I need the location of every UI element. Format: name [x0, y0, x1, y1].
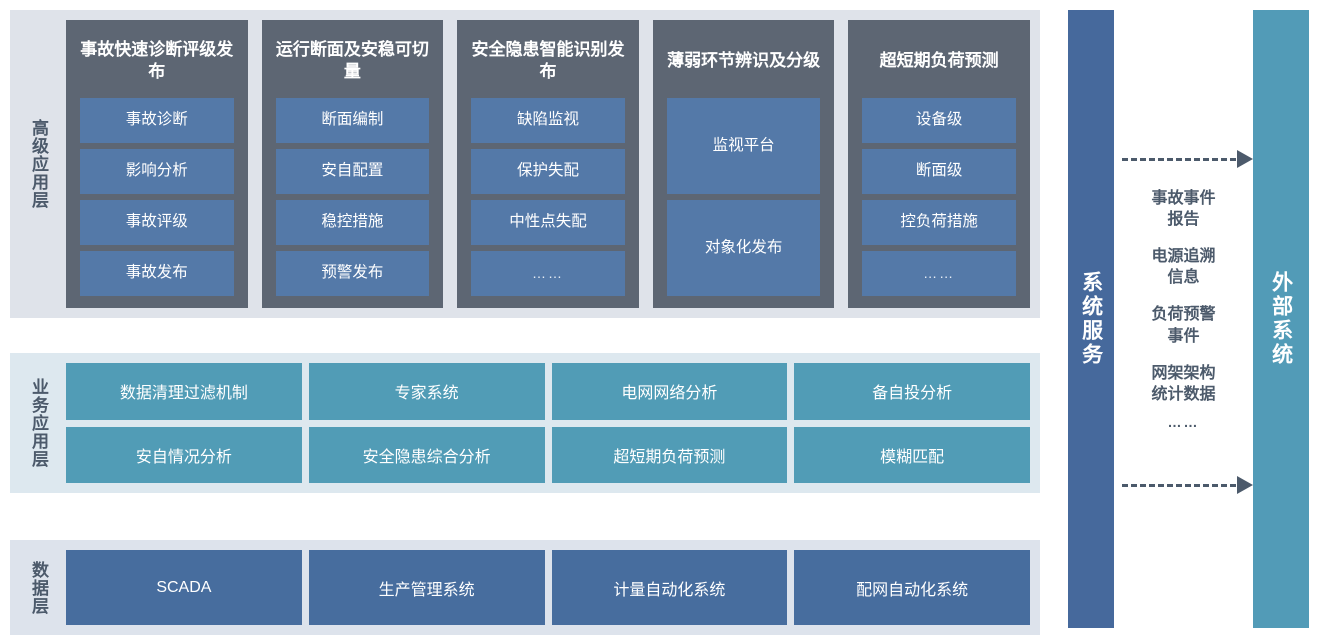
advanced-item[interactable]: 设备级 — [862, 98, 1016, 143]
business-cell[interactable]: 超短期负荷预测 — [551, 426, 788, 483]
advanced-item[interactable]: 缺陷监视 — [471, 98, 625, 143]
data-layer: 数据层 SCADA 生产管理系统 计量自动化系统 配网自动化系统 — [10, 540, 1040, 635]
advanced-item[interactable]: 控负荷措施 — [862, 200, 1016, 245]
dashed-line — [1122, 483, 1236, 487]
advanced-item[interactable]: 中性点失配 — [471, 200, 625, 245]
external-systems-label: 外部系统 — [1269, 271, 1293, 367]
exchange-item: 网架架构 统计数据 — [1151, 364, 1216, 403]
advanced-item[interactable]: 稳控措施 — [275, 200, 430, 245]
advanced-item[interactable]: 对象化发布 — [666, 200, 821, 296]
advanced-column-1-items: 事故诊断 影响分析 事故评级 事故发布 — [80, 98, 234, 296]
advanced-item-ellipsis[interactable]: …… — [862, 251, 1016, 296]
advanced-item[interactable]: 事故诊断 — [80, 98, 234, 143]
advanced-item[interactable]: 保护失配 — [471, 149, 625, 194]
business-row: 安自情况分析 安全隐患综合分析 超短期负荷预测 模糊匹配 — [66, 426, 1030, 483]
advanced-column-3-items: 缺陷监视 保护失配 中性点失配 …… — [471, 98, 625, 296]
advanced-column-1[interactable]: 事故快速诊断评级发布 事故诊断 影响分析 事故评级 事故发布 — [66, 20, 248, 308]
dashed-line — [1122, 157, 1236, 161]
business-grid: 数据清理过滤机制 专家系统 电网网络分析 备自投分析 安自情况分析 安全隐患综合… — [66, 353, 1040, 493]
layer-stack: 高级应用层 事故快速诊断评级发布 事故诊断 影响分析 事故评级 事故发布 运行断… — [10, 10, 1050, 635]
exchange-items: 事故事件 报告 电源追溯 信息 负荷预警 事件 网架架构 统计数据 …… — [1114, 188, 1253, 431]
data-grid: SCADA 生产管理系统 计量自动化系统 配网自动化系统 — [66, 540, 1040, 635]
exchange-column: 事故事件 报告 电源追溯 信息 负荷预警 事件 网架架构 统计数据 …… — [1114, 10, 1253, 628]
exchange-item: 电源追溯 信息 — [1151, 248, 1216, 287]
business-row: 数据清理过滤机制 专家系统 电网网络分析 备自投分析 — [66, 363, 1030, 420]
business-cell[interactable]: 电网网络分析 — [551, 363, 788, 420]
advanced-item[interactable]: 监视平台 — [666, 98, 821, 194]
advanced-item[interactable]: 事故发布 — [80, 251, 234, 296]
advanced-item[interactable]: 断面级 — [862, 149, 1016, 194]
business-cell[interactable]: 模糊匹配 — [794, 426, 1030, 483]
advanced-column-1-title: 事故快速诊断评级发布 — [80, 40, 234, 81]
flow-arrow-top — [1122, 150, 1253, 168]
advanced-column-3-title: 安全隐患智能识别发布 — [471, 40, 625, 81]
business-cell[interactable]: 数据清理过滤机制 — [66, 363, 302, 420]
data-cell[interactable]: 配网自动化系统 — [794, 550, 1030, 625]
advanced-column-5-items: 设备级 断面级 控负荷措施 …… — [862, 98, 1016, 296]
business-application-layer: 业务应用层 数据清理过滤机制 专家系统 电网网络分析 备自投分析 安自情况分析 … — [10, 353, 1040, 493]
exchange-item: 事故事件 报告 — [1151, 190, 1216, 229]
business-cell[interactable]: 安全隐患综合分析 — [308, 426, 545, 483]
external-systems-rail[interactable]: 外部系统 — [1253, 10, 1309, 628]
advanced-column-4-title: 薄弱环节辨识及分级 — [667, 51, 821, 71]
layer-label-advanced: 高级应用层 — [29, 119, 49, 209]
layer-label-data: 数据层 — [29, 560, 49, 615]
business-cell[interactable]: 安自情况分析 — [66, 426, 302, 483]
exchange-item: 负荷预警 事件 — [1151, 306, 1216, 345]
business-cell[interactable]: 专家系统 — [308, 363, 545, 420]
advanced-column-4-items: 监视平台 对象化发布 — [666, 98, 821, 296]
advanced-item-ellipsis[interactable]: …… — [471, 251, 625, 296]
exchange-item-ellipsis: …… — [1167, 413, 1200, 430]
arrow-head-icon — [1237, 150, 1253, 168]
advanced-column-5-title: 超短期负荷预测 — [879, 51, 999, 71]
flow-arrow-bottom — [1122, 476, 1253, 494]
data-cell[interactable]: 计量自动化系统 — [551, 550, 788, 625]
layer-label-business: 业务应用层 — [29, 378, 49, 468]
advanced-item[interactable]: 影响分析 — [80, 149, 234, 194]
business-cell[interactable]: 备自投分析 — [794, 363, 1030, 420]
advanced-application-layer: 高级应用层 事故快速诊断评级发布 事故诊断 影响分析 事故评级 事故发布 运行断… — [10, 10, 1040, 318]
data-cell[interactable]: SCADA — [66, 550, 302, 625]
data-cell[interactable]: 生产管理系统 — [308, 550, 545, 625]
data-row: SCADA 生产管理系统 计量自动化系统 配网自动化系统 — [66, 550, 1030, 625]
system-services-rail[interactable]: 系统服务 — [1068, 10, 1114, 628]
advanced-item[interactable]: 预警发布 — [275, 251, 430, 296]
advanced-column-2[interactable]: 运行断面及安稳可切量 断面编制 安自配置 稳控措施 预警发布 — [261, 20, 444, 308]
system-services-label: 系统服务 — [1079, 271, 1103, 367]
advanced-item[interactable]: 断面编制 — [275, 98, 430, 143]
advanced-column-5[interactable]: 超短期负荷预测 设备级 断面级 控负荷措施 …… — [848, 20, 1030, 308]
advanced-item[interactable]: 事故评级 — [80, 200, 234, 245]
advanced-item[interactable]: 安自配置 — [275, 149, 430, 194]
advanced-column-4[interactable]: 薄弱环节辨识及分级 监视平台 对象化发布 — [652, 20, 835, 308]
advanced-column-3[interactable]: 安全隐患智能识别发布 缺陷监视 保护失配 中性点失配 …… — [457, 20, 639, 308]
advanced-columns: 事故快速诊断评级发布 事故诊断 影响分析 事故评级 事故发布 运行断面及安稳可切… — [66, 10, 1040, 318]
advanced-column-2-items: 断面编制 安自配置 稳控措施 预警发布 — [275, 98, 430, 296]
advanced-column-2-title: 运行断面及安稳可切量 — [275, 40, 429, 81]
arrow-head-icon — [1237, 476, 1253, 494]
